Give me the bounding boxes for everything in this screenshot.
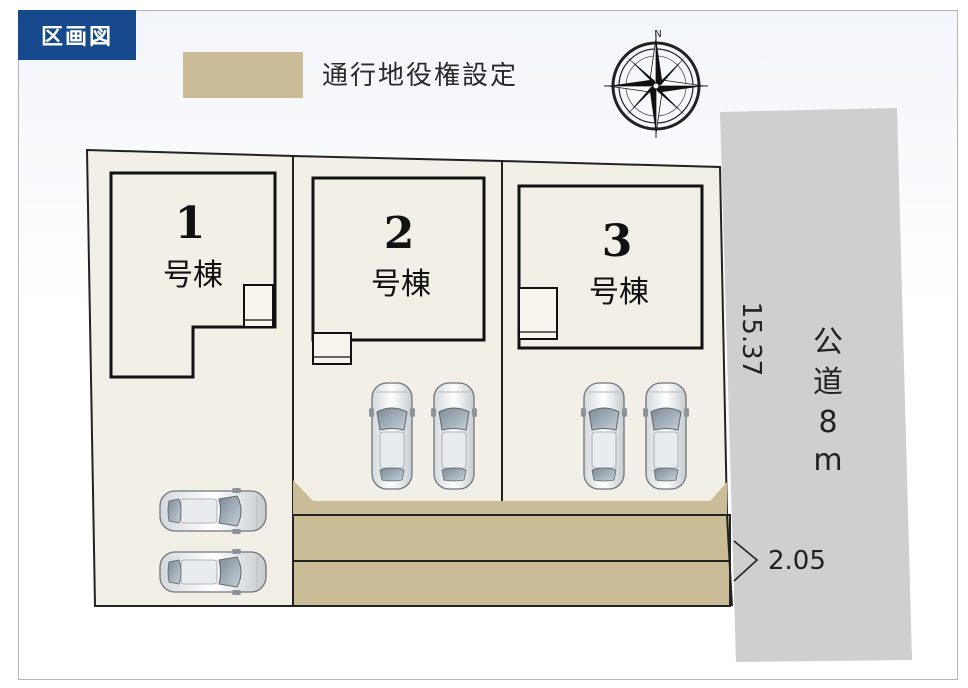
lot-1-number: 1 [175,198,206,249]
easement-width-dimension: 2.05 [768,546,826,576]
lot-1-suffix: 号棟 [163,258,223,293]
entrance-1 [243,284,274,328]
lot-3-number: 3 [602,216,633,267]
road-label-char: 道 [813,365,843,400]
public-road [720,108,912,662]
compass-north-label: N [654,29,661,40]
easement-strip-upper [292,514,731,562]
lot-2-number: 2 [384,208,415,259]
title-badge: 区画図 [18,10,136,60]
road-label-char: m [813,443,842,478]
parking-car-icon [368,382,416,490]
compass-rose-icon [604,34,708,138]
easement-lot-3 [502,482,727,515]
parking-car-icon [642,382,690,490]
parking-car-icon [159,487,267,535]
parking-car-icon [580,382,628,490]
easement-width-bracket [733,540,759,582]
road-label-char: 8 [818,405,837,440]
entrance-3 [518,287,558,340]
entrance-2 [312,332,352,365]
parking-car-icon [430,382,478,490]
lot-3-suffix: 号棟 [589,275,649,310]
parking-car-icon [159,548,267,596]
building-1 [109,171,277,379]
legend-easement-swatch [183,52,303,98]
frontage-dimension: 15.37 [736,302,766,376]
easement-lot-2 [293,480,502,515]
legend-easement-label: 通行地役権設定 [322,61,519,91]
building-2 [311,176,486,342]
road-label-char: 公 [813,325,843,360]
easement-strip-lower [292,560,731,607]
lot-2-suffix: 号棟 [371,267,431,302]
